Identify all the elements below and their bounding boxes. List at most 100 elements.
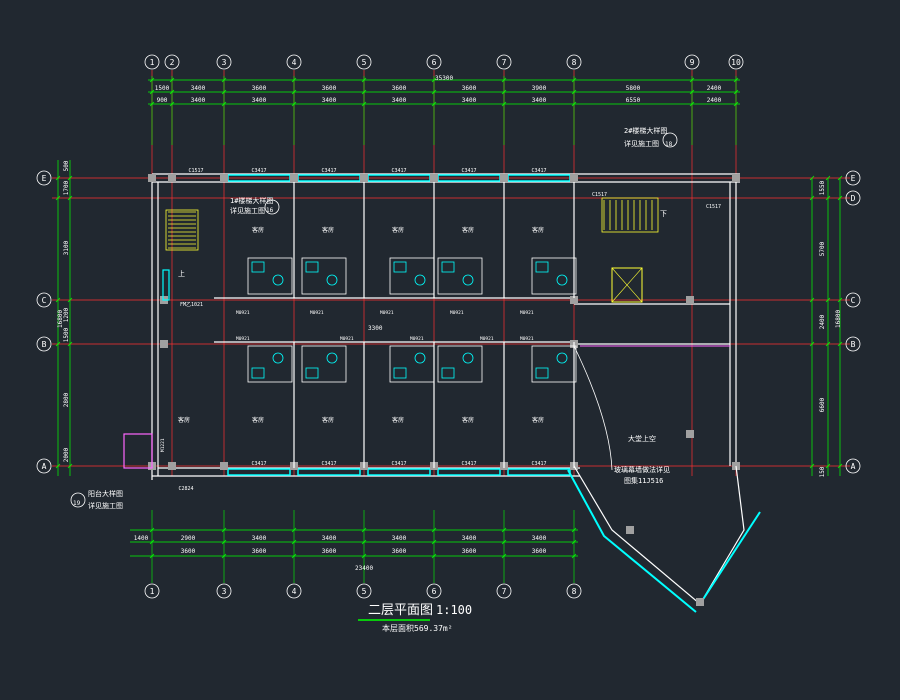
axis-bubble <box>845 170 861 186</box>
door-label: M1221 <box>160 438 166 452</box>
tick <box>571 539 577 545</box>
fixture <box>393 261 407 273</box>
tick <box>571 101 577 107</box>
axis-bubble <box>36 292 52 308</box>
dim-text: 3400 <box>252 535 267 542</box>
dim-text: 1550 <box>819 180 826 195</box>
room-label: 客房 <box>462 226 474 234</box>
tick <box>431 101 437 107</box>
axis-label: A <box>851 462 856 471</box>
tick <box>361 89 367 95</box>
tick <box>169 77 175 83</box>
balcony-detail-note: 阳台大样图 <box>88 489 123 498</box>
tick <box>501 553 507 559</box>
axis-bubble <box>144 54 160 70</box>
axis-label: 5 <box>362 587 367 596</box>
axis-label: C <box>42 296 47 305</box>
tick <box>571 77 577 83</box>
axis-bubble <box>845 190 861 206</box>
fixture <box>305 367 319 379</box>
tick <box>55 195 61 201</box>
elevator-x <box>611 267 643 303</box>
window-label: C1517 <box>188 168 203 174</box>
axis-bubble <box>496 54 512 70</box>
walls <box>123 173 761 613</box>
tick <box>431 553 437 559</box>
dim-text: 3400 <box>191 85 206 92</box>
axis-label: 5 <box>362 58 367 67</box>
window-south <box>227 468 291 476</box>
dim-text: 3600 <box>252 548 267 555</box>
elevator <box>611 267 643 303</box>
axis-bubble <box>566 583 582 599</box>
axis-label: 6 <box>432 587 437 596</box>
fixture <box>535 367 549 379</box>
bathroom <box>247 257 293 295</box>
dim-corridor-mid: 3300 <box>368 325 383 332</box>
window-label: C3417 <box>531 168 546 174</box>
window-label: C3417 <box>251 168 266 174</box>
tick <box>67 297 73 303</box>
tick <box>733 89 739 95</box>
stair-detail-left-sub: 详见施工图 <box>230 206 265 215</box>
dim-text: 3400 <box>322 97 337 104</box>
tick <box>837 175 843 181</box>
column <box>688 430 694 436</box>
tick <box>837 341 843 347</box>
axis-bubble <box>426 54 442 70</box>
fixture <box>556 274 568 286</box>
axis-label: 1 <box>150 58 155 67</box>
column <box>148 174 156 182</box>
tick <box>67 195 73 201</box>
fixture <box>393 367 407 379</box>
dim-text: 5700 <box>819 241 826 256</box>
stair-detail-top-sub: 详见施工图 <box>624 139 659 148</box>
tick <box>809 463 815 469</box>
tick <box>361 101 367 107</box>
bathroom <box>531 345 577 383</box>
axis-label: A <box>42 462 47 471</box>
tick <box>221 89 227 95</box>
tick <box>149 89 155 95</box>
axis-bubble <box>286 54 302 70</box>
axis-label: 3 <box>222 587 227 596</box>
tick <box>571 89 577 95</box>
dim-text: 1700 <box>63 180 70 195</box>
tick <box>221 101 227 107</box>
stair-detail-left-marker <box>264 199 280 215</box>
dim-bottom-total: 23400 <box>355 565 373 572</box>
column <box>626 526 634 534</box>
tick <box>221 527 227 533</box>
fixture <box>326 352 338 364</box>
dim-text: 1500 <box>155 85 170 92</box>
column <box>220 174 228 182</box>
door-label: M0921 <box>450 310 464 316</box>
dim-text: 6550 <box>626 97 641 104</box>
tick <box>837 463 843 469</box>
column <box>570 174 578 182</box>
window-label: C3417 <box>391 461 406 467</box>
tick <box>55 463 61 469</box>
dim-text: 3600 <box>392 548 407 555</box>
tick <box>221 553 227 559</box>
balcony <box>123 433 153 469</box>
column <box>500 174 508 182</box>
tick <box>149 527 155 533</box>
stair-detail-left-note: 1#楼梯大样图 <box>230 196 273 205</box>
column <box>570 296 578 304</box>
column <box>732 174 740 182</box>
dim-left-total: 16800 <box>57 310 64 328</box>
lobby-curve <box>573 345 613 471</box>
fixture <box>535 261 549 273</box>
dim-text: 3600 <box>462 548 477 555</box>
tick <box>501 101 507 107</box>
bathroom <box>531 257 577 295</box>
dim-text: 2400 <box>707 97 722 104</box>
door-label: M0921 <box>340 336 354 342</box>
axis-bubble <box>164 54 180 70</box>
tick <box>149 77 155 83</box>
axis-bubble <box>426 583 442 599</box>
window-label: C1517 <box>592 192 607 198</box>
dim-text: 6600 <box>819 397 826 412</box>
rooms <box>162 197 659 383</box>
